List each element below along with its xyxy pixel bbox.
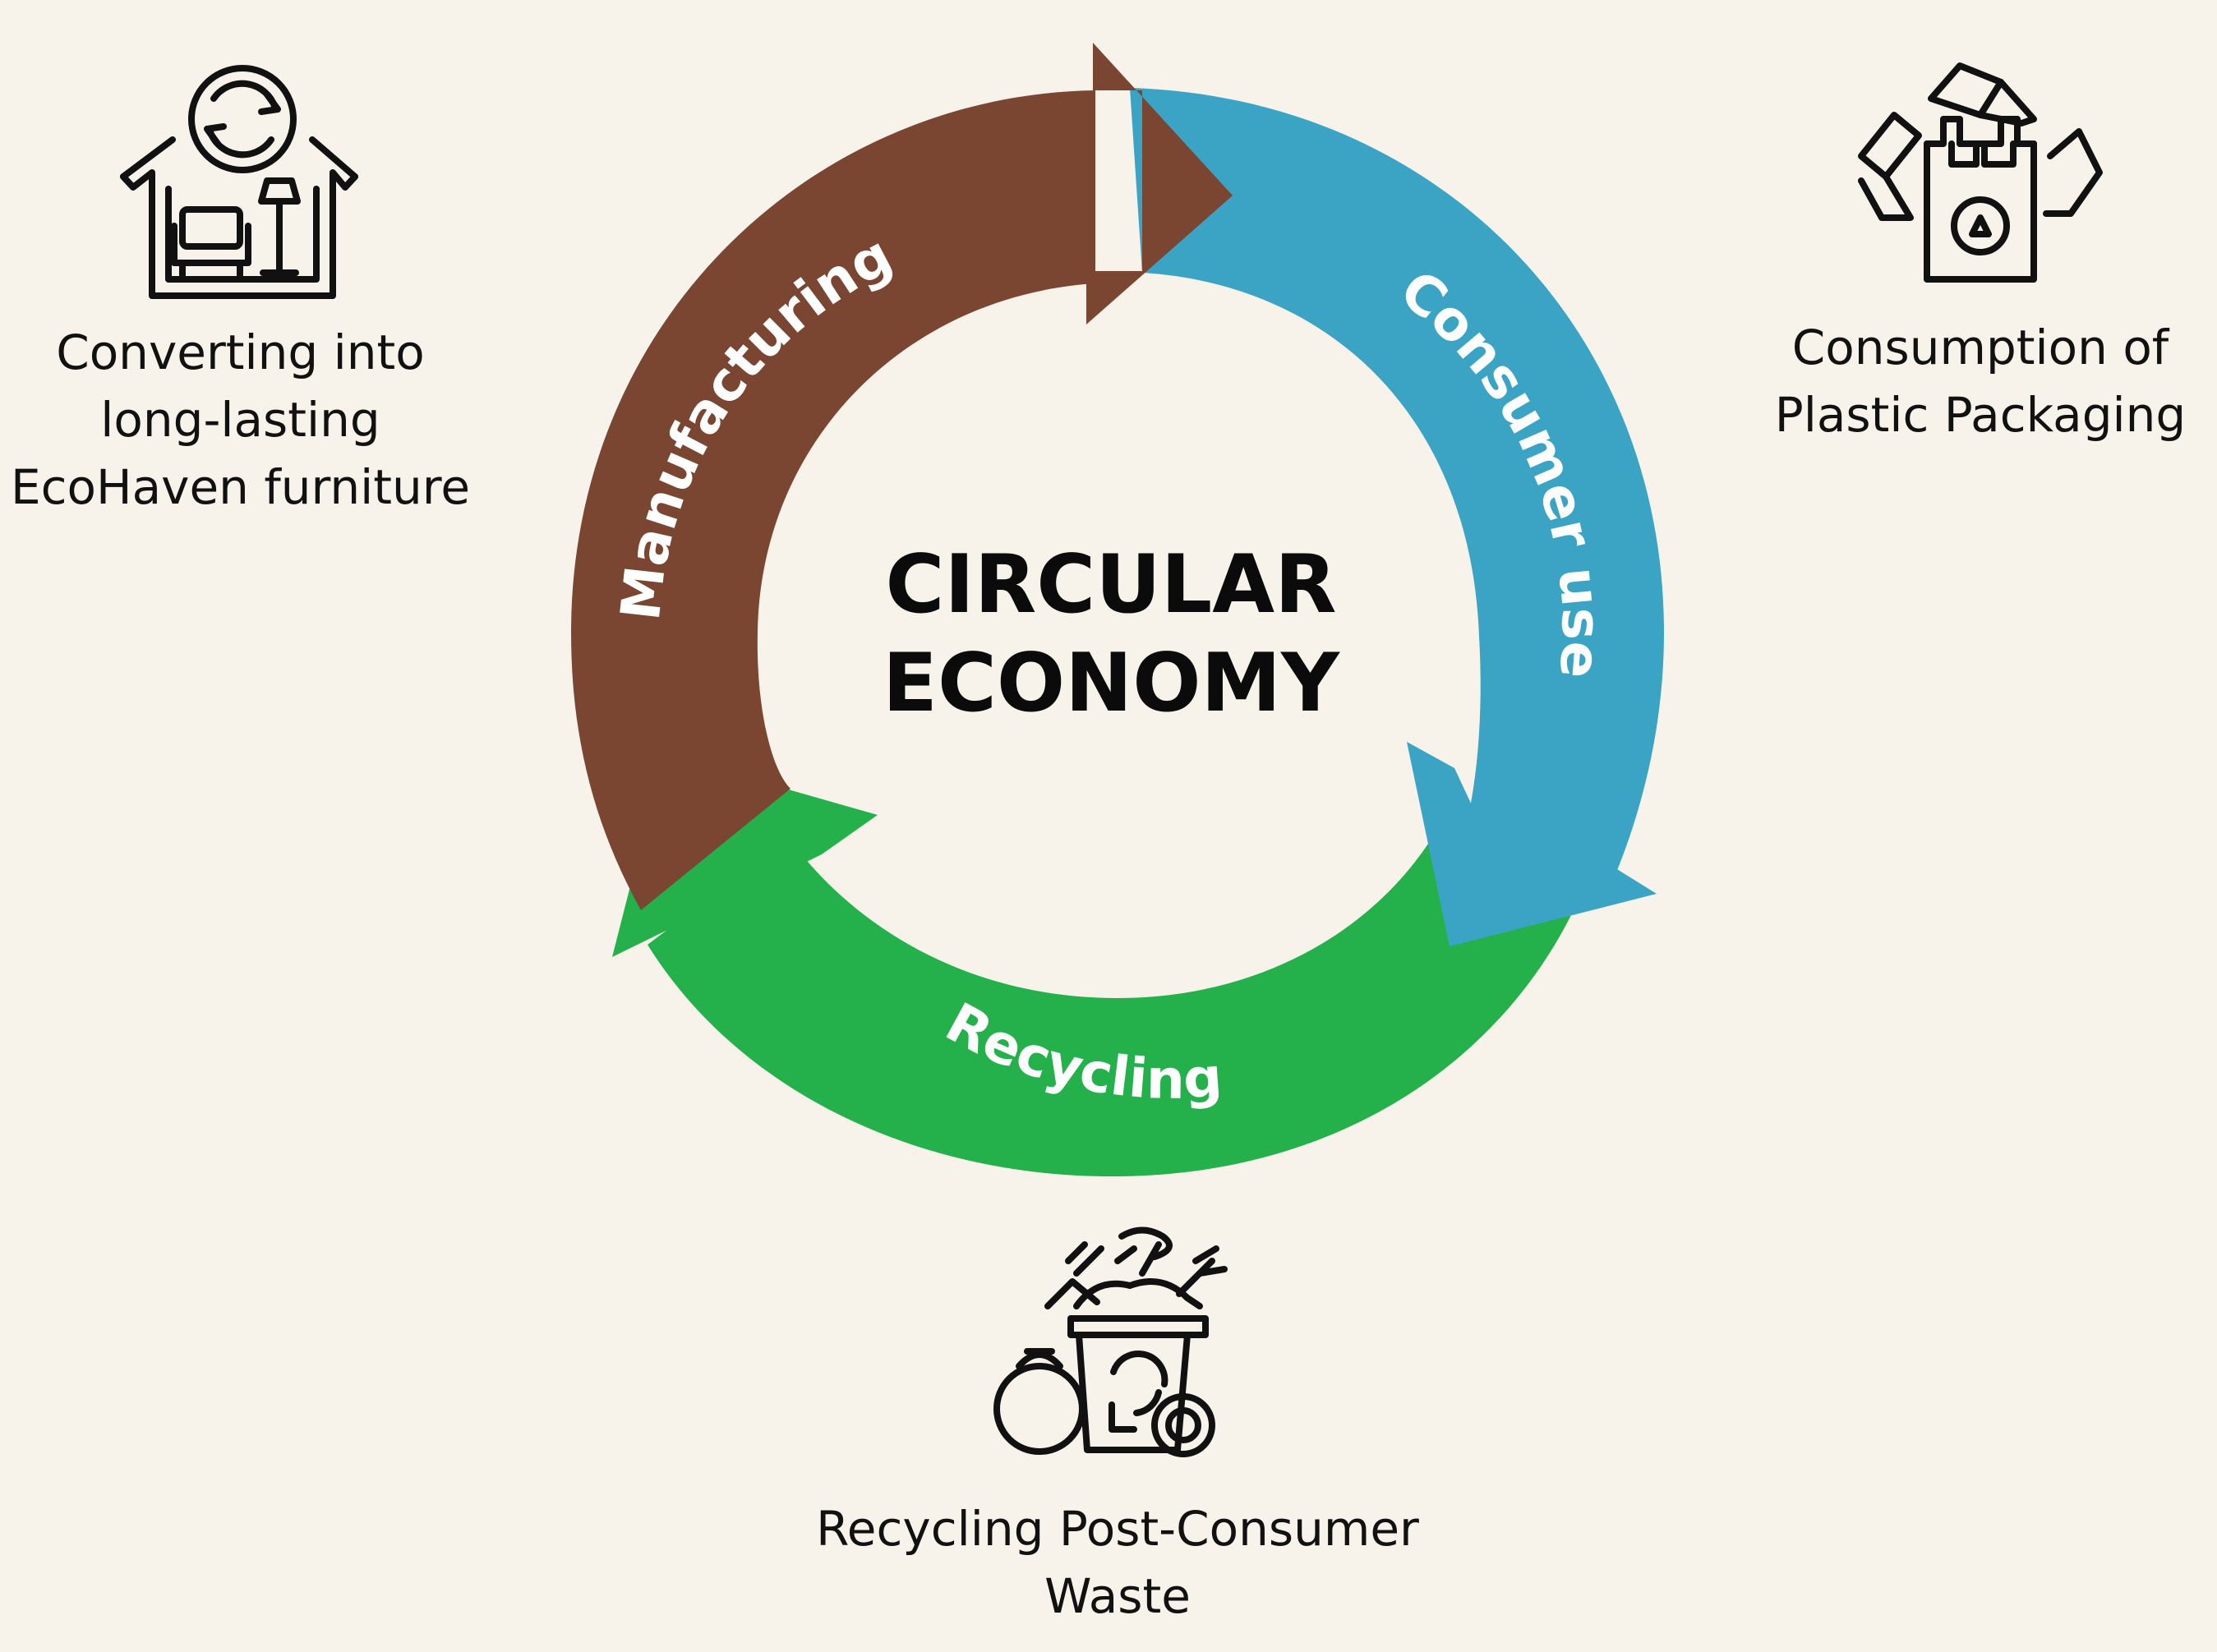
caption-bottom-line1: Recycling Post-Consumer	[816, 1501, 1419, 1557]
caption-bottom-line2: Waste	[1044, 1568, 1191, 1624]
recycling-arc-band	[648, 813, 1573, 1177]
recycling-bin-waste-icon	[993, 1226, 1228, 1457]
consumer-use-arc-band	[1130, 88, 1664, 895]
manufacturing-arc-band	[571, 90, 1095, 910]
house-furniture-recycle-icon	[120, 65, 358, 299]
consumer-use-arrowhead	[1407, 742, 1657, 946]
caption-left: Converting into long-lasting EcoHaven fu…	[0, 319, 481, 521]
caption-right: Consumption of Plastic Packaging	[1758, 314, 2202, 449]
recycle-plastic-bag-icon	[1858, 62, 2103, 283]
caption-left-line3: EcoHaven furniture	[10, 459, 470, 515]
caption-right-line1: Consumption of	[1791, 320, 2169, 375]
caption-left-line1: Converting into	[56, 324, 425, 380]
consumer-use-arc	[1130, 88, 1664, 946]
manufacturing-arrowhead	[1086, 43, 1233, 324]
caption-right-line2: Plastic Packaging	[1774, 387, 2187, 443]
caption-left-line2: long-lasting	[100, 392, 380, 448]
manufacturing-arc	[571, 43, 1233, 910]
center-title-line1: CIRCULAR	[885, 538, 1336, 632]
caption-bottom: Recycling Post-Consumer Waste	[789, 1495, 1446, 1630]
center-title-line2: ECONOMY	[883, 637, 1340, 730]
